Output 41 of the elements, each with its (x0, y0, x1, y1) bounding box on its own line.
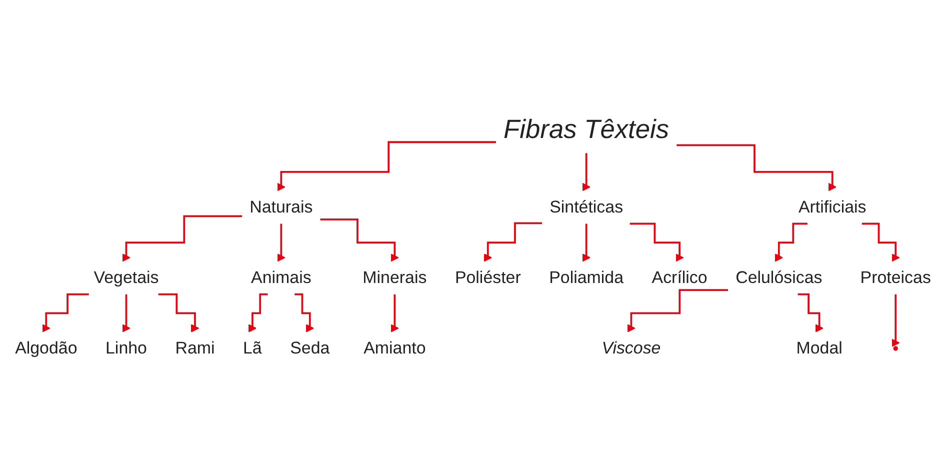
node-text: Algodão (15, 338, 78, 358)
arrow (630, 222, 684, 262)
node-text: Seda (290, 338, 330, 358)
node-text: Animais (251, 268, 312, 287)
arrow (277, 222, 286, 262)
arrow (862, 222, 900, 262)
arrow (891, 293, 900, 347)
node-text: Artificiais (798, 197, 866, 216)
arrow (774, 222, 808, 262)
node-text: Naturais (250, 197, 313, 216)
arrow (42, 293, 89, 332)
node-text: Rami (175, 338, 215, 358)
node-text: Poliéster (454, 268, 521, 287)
node-text: Vegetais (94, 268, 159, 287)
node-text: Modal (796, 338, 842, 358)
arrow (582, 152, 590, 192)
node-text: Minerais (362, 268, 427, 287)
arrow (294, 293, 314, 332)
arrow (582, 222, 590, 262)
node-text: Celulósicas (736, 268, 822, 287)
arrow (484, 222, 542, 262)
arrow (122, 215, 242, 262)
node-text: Acrílico (652, 268, 708, 287)
arrow (798, 293, 824, 332)
arrow (158, 293, 200, 332)
arrow (248, 293, 268, 332)
arrow (320, 218, 399, 262)
arrow (627, 289, 728, 332)
node-text: Lã (243, 338, 262, 358)
node-text: Amianto (364, 338, 426, 358)
node-text: Linho (106, 338, 147, 358)
arrow (390, 293, 399, 332)
node-text: Fibras Têxteis (504, 114, 670, 144)
arrow (122, 293, 130, 332)
node-text: Poliamida (549, 268, 624, 287)
arrow (676, 144, 836, 192)
node-text: Sintéticas (550, 197, 624, 216)
node-text: Viscose (602, 338, 661, 358)
node-text: Proteicas (860, 268, 931, 287)
arrow (277, 141, 496, 192)
node-circle (893, 346, 898, 351)
